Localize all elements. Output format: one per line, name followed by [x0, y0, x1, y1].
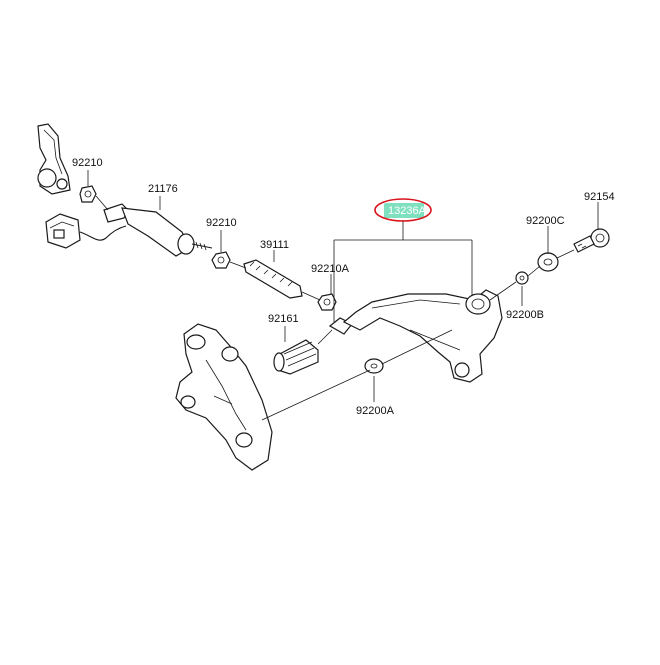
- brake-switch-21176: [103, 203, 213, 257]
- footrest-bracket: [175, 323, 273, 471]
- washer-92200B: [515, 271, 529, 285]
- frame-bracket-fragment: [37, 123, 71, 195]
- label-92161: 92161: [268, 313, 299, 325]
- label-92210A: 92210A: [311, 263, 350, 275]
- leader-lines: [87, 170, 599, 421]
- brake-pedal-13236A: [328, 289, 503, 383]
- rod-39111: [243, 259, 303, 299]
- pedal-rubber-92161: [273, 339, 319, 375]
- nut-92210A: [317, 293, 337, 311]
- label-92200B: 92200B: [506, 309, 544, 321]
- label-92154: 92154: [584, 191, 615, 203]
- washer-92200C: [537, 252, 559, 272]
- highlight-13236A: [374, 198, 432, 222]
- washer-92200A: [364, 358, 384, 374]
- switch-connector: [45, 213, 127, 249]
- label-21176: 21176: [148, 183, 178, 195]
- nut-92210-top: [79, 185, 97, 203]
- part-labels: 92210 21176 92210 39111 92210A 92161 922…: [72, 157, 615, 417]
- label-92210-mid: 92210: [206, 217, 237, 229]
- label-92200A: 92200A: [356, 405, 395, 417]
- label-92200C: 92200C: [526, 215, 565, 227]
- label-13236A: 13236A: [388, 205, 427, 217]
- label-39111: 39111: [260, 239, 289, 251]
- nut-92210-mid: [211, 251, 231, 269]
- bolt-92154: [573, 228, 610, 253]
- label-92210-top: 92210: [72, 157, 103, 169]
